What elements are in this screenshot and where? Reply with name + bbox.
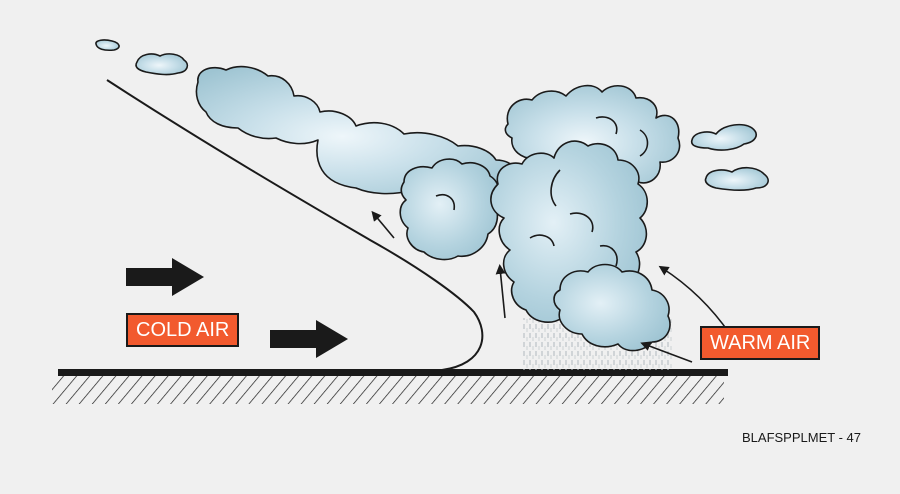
cumulonimbus-cloud bbox=[95, 39, 769, 352]
updraft-arrow-icon bbox=[371, 210, 395, 239]
cloud-lobe-left bbox=[399, 158, 500, 261]
cloud-detail-line bbox=[435, 194, 456, 211]
cloud-detail-line bbox=[595, 116, 618, 135]
ground-hatching bbox=[52, 376, 724, 404]
ground bbox=[52, 369, 728, 404]
cloud-puff bbox=[95, 39, 120, 52]
figure-id: BLAFSPPLMET - 47 bbox=[742, 430, 861, 445]
cloud-puff bbox=[704, 166, 769, 192]
cloud-detail-line bbox=[550, 169, 561, 207]
wind-arrow-icon bbox=[270, 320, 348, 358]
wind-arrow-icon bbox=[126, 258, 204, 296]
cloud-detail-line bbox=[639, 129, 649, 157]
cloud-detail-line bbox=[529, 234, 555, 247]
cloud-base-right bbox=[553, 263, 671, 352]
cloud-puff bbox=[690, 123, 757, 151]
cloud-puff bbox=[135, 53, 189, 76]
cloud-detail-line bbox=[569, 212, 594, 233]
warm-air-label: WARM AIR bbox=[700, 326, 821, 360]
updraft-arrow-icon bbox=[658, 265, 731, 335]
cold-air-arrows bbox=[126, 258, 348, 358]
ground-line bbox=[58, 369, 728, 376]
cold-air-label: COLD AIR bbox=[126, 313, 240, 347]
inflow-arrow-icon bbox=[640, 341, 693, 363]
updraft-arrow-icon bbox=[495, 264, 506, 319]
cloud-detail-line bbox=[599, 244, 618, 267]
frontal-boundary-line bbox=[106, 79, 484, 371]
